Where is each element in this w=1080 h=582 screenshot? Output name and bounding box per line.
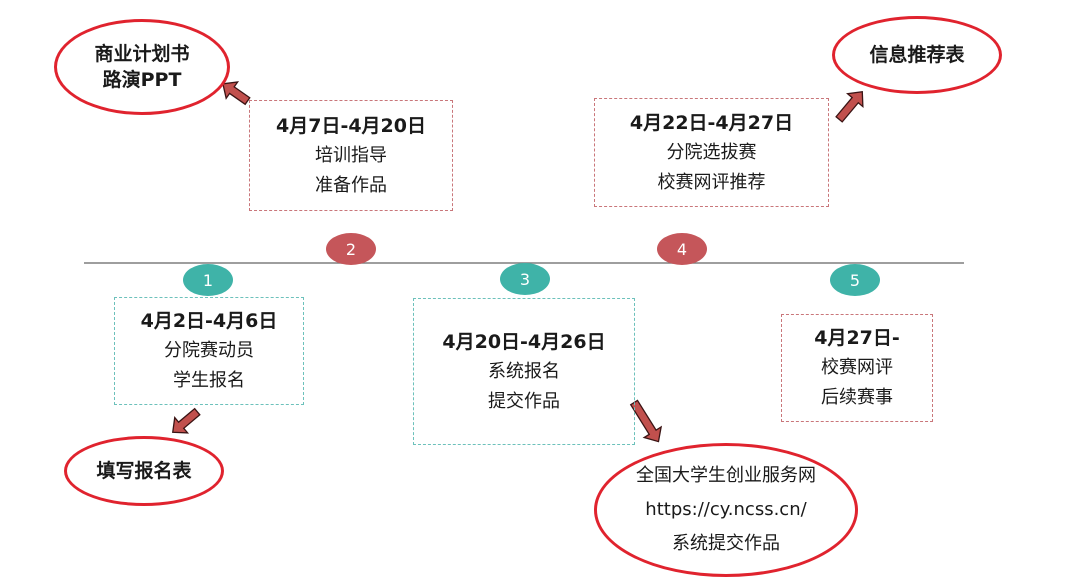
arrow-to-info-form bbox=[835, 91, 864, 123]
business-plan-line-1: 商业计划书 bbox=[94, 43, 190, 65]
platform-line-2: https://cy.ncss.cn/ bbox=[645, 499, 807, 520]
platform-line-3: 系统提交作品 bbox=[672, 533, 780, 554]
step-5-box: 4月27日- 校赛网评 后续赛事 bbox=[781, 314, 933, 422]
step-2-box: 4月7日-4月20日 培训指导 准备作品 bbox=[249, 100, 453, 211]
step-3-box: 4月20日-4月26日 系统报名 提交作品 bbox=[413, 298, 635, 445]
step-2-marker: 2 bbox=[326, 233, 376, 265]
step-4-line-1: 分院选拔赛 bbox=[666, 141, 757, 163]
business-plan-line-2: 路演PPT bbox=[102, 69, 182, 91]
step-5-line-2: 后续赛事 bbox=[821, 387, 893, 408]
step-1-line-2: 学生报名 bbox=[173, 370, 245, 391]
arrow-to-signup-form bbox=[172, 407, 201, 434]
step-2-date: 4月7日-4月20日 bbox=[276, 114, 426, 137]
step-3-line-2: 提交作品 bbox=[488, 390, 560, 412]
step-5-line-1: 校赛网评 bbox=[821, 357, 893, 378]
step-1-marker: 1 bbox=[183, 264, 233, 296]
step-3-date: 4月20日-4月26日 bbox=[442, 330, 606, 353]
step-1-date: 4月2日-4月6日 bbox=[140, 310, 278, 332]
info-form-bubble: 信息推荐表 bbox=[832, 16, 1002, 94]
step-5-marker: 5 bbox=[830, 264, 880, 296]
step-1-line-1: 分院赛动员 bbox=[164, 340, 254, 361]
signup-form-bubble: 填写报名表 bbox=[64, 436, 224, 506]
info-form-line-1: 信息推荐表 bbox=[869, 44, 965, 66]
step-2-line-1: 培训指导 bbox=[315, 144, 387, 166]
step-3-marker: 3 bbox=[500, 263, 550, 295]
step-4-box: 4月22日-4月27日 分院选拔赛 校赛网评推荐 bbox=[594, 98, 829, 207]
step-3-line-1: 系统报名 bbox=[488, 360, 560, 382]
platform-line-1: 全国大学生创业服务网 bbox=[636, 465, 816, 486]
step-4-date: 4月22日-4月27日 bbox=[629, 111, 794, 134]
platform-bubble: 全国大学生创业服务网 https://cy.ncss.cn/ 系统提交作品 bbox=[594, 443, 858, 577]
step-4-line-2: 校赛网评推荐 bbox=[657, 171, 766, 193]
arrow-to-business-plan bbox=[222, 81, 251, 106]
step-4-marker: 4 bbox=[657, 233, 707, 265]
arrow-to-platform bbox=[629, 399, 663, 443]
step-5-date: 4月27日- bbox=[814, 327, 900, 349]
signup-form-line-1: 填写报名表 bbox=[96, 460, 192, 482]
step-1-box: 4月2日-4月6日 分院赛动员 学生报名 bbox=[114, 297, 304, 405]
business-plan-bubble: 商业计划书 路演PPT bbox=[54, 19, 230, 115]
step-2-line-2: 准备作品 bbox=[315, 174, 387, 196]
